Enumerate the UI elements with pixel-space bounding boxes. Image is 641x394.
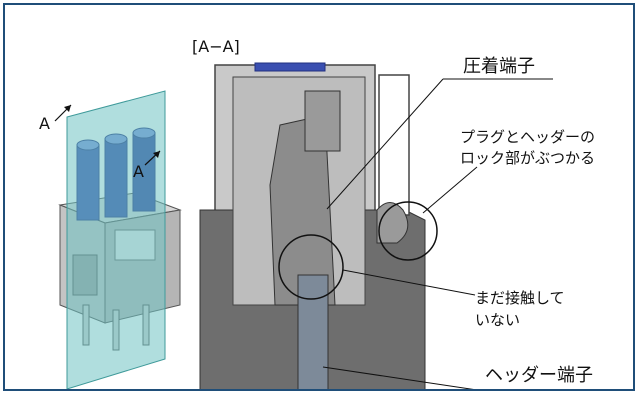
contact-highlight-circle [278,234,344,300]
callout-crimp-terminal: 圧着端子 [463,56,535,77]
cut-plane [66,90,166,389]
connector-3d-view [54,90,182,389]
callout-not-contact-line1: まだ接触して [475,289,565,307]
leader-header-terminal [322,366,474,389]
section-label: [A−A] [192,37,240,56]
diagram-canvas [54,62,553,389]
header-terminal-pin [297,274,329,389]
section-view [199,62,553,389]
lock-highlight-circle [378,201,438,261]
cut-marker-left: A [39,114,50,133]
crimp-top-block [304,90,341,152]
callout-not-contact-line2: いない [475,311,521,329]
callout-header-terminal: ヘッダー端子 [485,365,593,386]
figure-frame: [A−A] A A 圧着端子 プラグとヘッダーの ロック部がぶつかる まだ接触し… [3,3,635,391]
callout-lock-line1: プラグとヘッダーの [460,128,596,146]
leader-lock [422,166,478,214]
cut-arrow-left-head [64,105,71,112]
cut-arrow-right-head [153,151,160,158]
callout-lock-line2: ロック部がぶつかる [460,149,596,167]
cut-marker-right: A [133,162,144,181]
section-blue-cap [254,62,326,72]
leader-crimp-terminal [326,78,444,210]
leader-not-contact [342,269,476,296]
